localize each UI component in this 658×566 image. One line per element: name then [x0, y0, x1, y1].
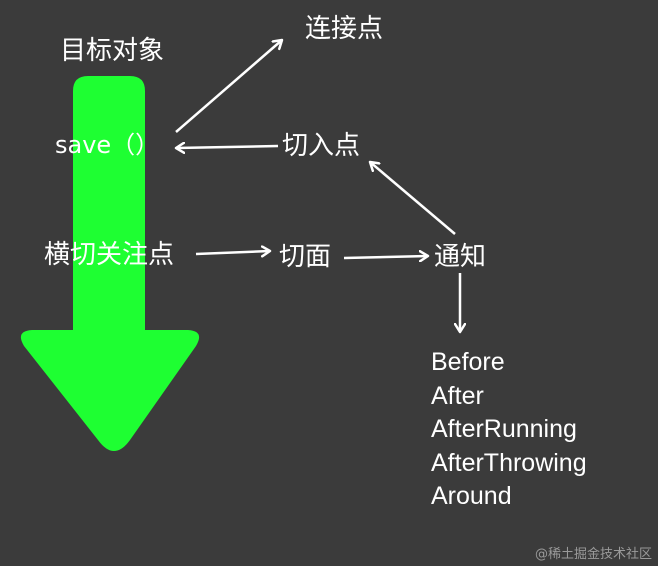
pointcut-label: 切入点 — [282, 131, 361, 161]
arrow-advice-to-pointcut — [370, 162, 456, 235]
arrow-pointcut-to-save — [176, 146, 279, 148]
advice-type-item: AfterThrowing — [431, 448, 587, 477]
arrow-save-to-join-point — [175, 40, 282, 133]
advice-label: 通知 — [434, 242, 487, 272]
advice-types-list: Before After AfterRunning AfterThrowing … — [431, 346, 587, 514]
watermark: @稀土掘金技术社区 — [534, 547, 652, 562]
advice-type-item: AfterRunning — [431, 415, 577, 443]
advice-type-item: After — [431, 381, 484, 410]
join-point-label: 连接点 — [305, 14, 384, 44]
cross-cutting-concern-label: 横切关注点 — [44, 240, 175, 270]
target-object-label: 目标对象 — [60, 36, 165, 66]
advice-type-item: Before — [431, 348, 505, 376]
method-call-label: save（） — [55, 131, 160, 159]
arrow-aspect-to-advice — [343, 256, 428, 258]
aspect-label: 切面 — [279, 242, 332, 272]
down-arrow-icon — [20, 76, 200, 451]
advice-type-item: Around — [431, 482, 512, 510]
arrow-concern-to-aspect — [195, 251, 270, 254]
